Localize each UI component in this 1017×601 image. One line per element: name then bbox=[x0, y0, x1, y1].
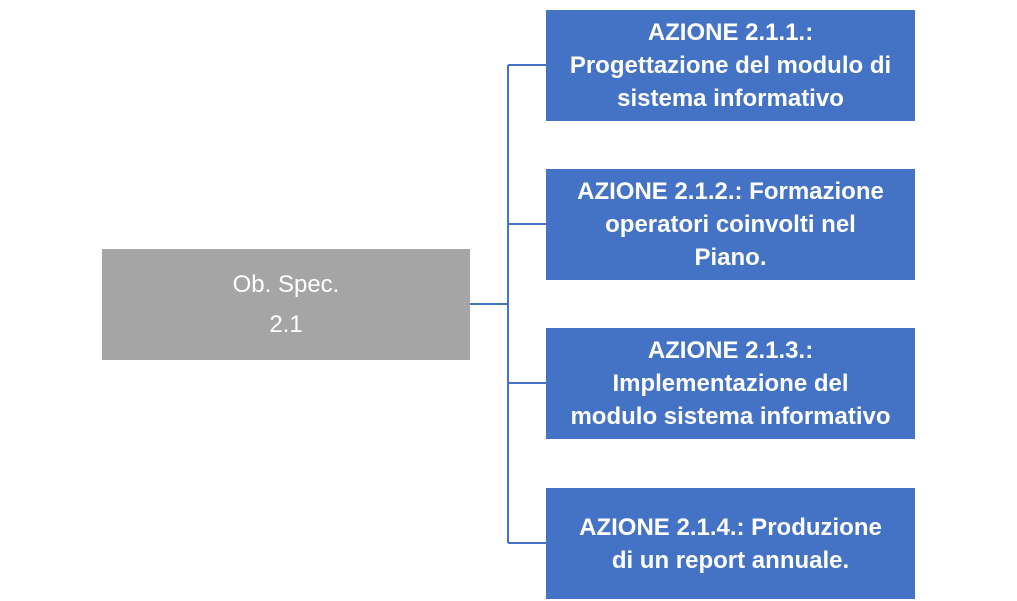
action-node-2-1-1: AZIONE 2.1.1.: Progettazione del modulo … bbox=[546, 10, 915, 121]
action-node-2-1-2: AZIONE 2.1.2.: Formazione operatori coin… bbox=[546, 169, 915, 280]
action-node-2-1-4: AZIONE 2.1.4.: Produzione di un report a… bbox=[546, 488, 915, 599]
root-node-objective: Ob. Spec. 2.1 bbox=[102, 249, 470, 360]
action-node-2-1-3: AZIONE 2.1.3.: Implementazione del modul… bbox=[546, 328, 915, 439]
root-node-line2: 2.1 bbox=[269, 310, 303, 338]
root-node-line1: Ob. Spec. bbox=[232, 270, 340, 298]
